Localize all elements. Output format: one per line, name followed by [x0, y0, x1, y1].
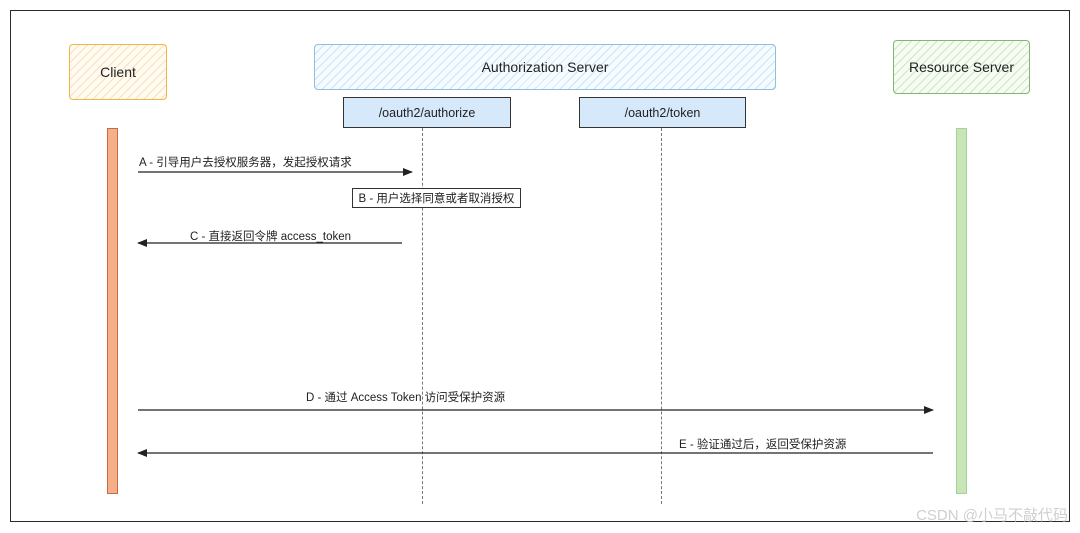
authorization-server-label: Authorization Server	[481, 59, 609, 75]
token-endpoint: /oauth2/token	[579, 97, 746, 128]
resource-server-label: Resource Server	[908, 59, 1015, 75]
client-lifeline	[107, 128, 118, 494]
authorization-server-participant: Authorization Server	[314, 44, 776, 90]
diagram-frame	[10, 10, 1070, 522]
client-participant: Client	[69, 44, 167, 100]
message-d-label: D - 通过 Access Token 访问受保护资源	[306, 392, 506, 404]
message-a-label: A - 引导用户去授权服务器，发起授权请求	[139, 157, 352, 169]
message-b-note: B - 用户选择同意或者取消授权	[352, 188, 521, 208]
resource-server-participant: Resource Server	[893, 40, 1030, 94]
resource-server-lifeline	[956, 128, 967, 494]
message-c-label: C - 直接返回令牌 access_token	[190, 231, 352, 243]
watermark: CSDN @小马不敲代码	[916, 507, 1068, 524]
message-e-label: E - 验证通过后，返回受保护资源	[679, 439, 847, 451]
authorize-endpoint: /oauth2/authorize	[343, 97, 511, 128]
client-label: Client	[100, 64, 136, 80]
authorize-lifeline	[422, 128, 423, 504]
authorize-endpoint-label: /oauth2/authorize	[378, 105, 476, 120]
token-lifeline	[661, 128, 662, 504]
token-endpoint-label: /oauth2/token	[624, 105, 701, 120]
